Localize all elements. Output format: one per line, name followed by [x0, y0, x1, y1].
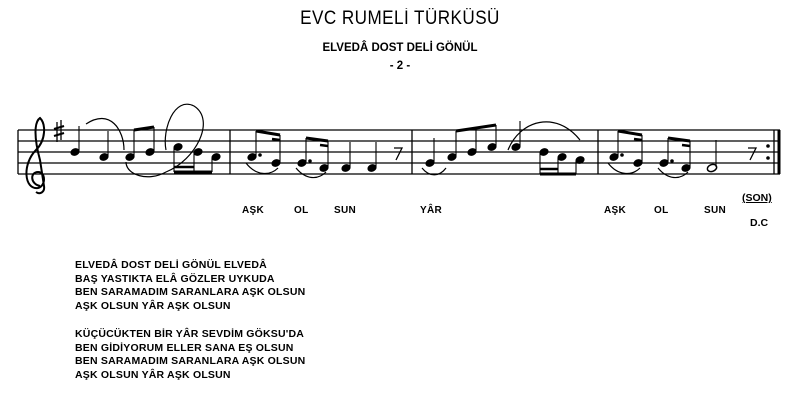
da-capo-mark: D.C: [750, 217, 769, 229]
verse-line: AŞK OLSUN YÂR AŞK OLSUN: [75, 368, 231, 381]
lyric-syllable: AŞK: [604, 205, 627, 216]
lyric-syllable: AŞK: [242, 205, 265, 216]
measure-3: [425, 121, 585, 176]
measure-2: [247, 129, 404, 172]
bar-lines: [17, 130, 781, 174]
lyric-syllable: OL: [294, 205, 309, 216]
lyric-syllable: SUN: [334, 205, 357, 216]
verse-line: BEN SARAMADIM SARANLARA AŞK OLSUN: [75, 355, 306, 367]
slur-curves: [85, 103, 689, 179]
measure-1: [70, 125, 221, 174]
verse-line: KÜÇÜCÜKTEN BİR YÂR SEVDİM GÖKSU'DA: [75, 328, 305, 340]
page-title: EVC RUMELİ TÜRKÜSÜ: [300, 8, 500, 29]
verse-line: BEN SARAMADIM SARANLARA AŞK OLSUN: [75, 286, 306, 298]
page-number: - 2 -: [389, 60, 411, 72]
sharp-icon: [53, 120, 65, 142]
repeat-dot: [766, 156, 770, 160]
measure-4: [609, 129, 758, 173]
lyric-syllable: OL: [654, 205, 669, 216]
repeat-dot: [766, 144, 770, 148]
verse-line: BEN GİDİYORUM ELLER SANA EŞ OLSUN: [75, 341, 294, 354]
lyric-syllable: SUN: [704, 205, 727, 216]
verse-line: AŞK OLSUN YÂR AŞK OLSUN: [75, 299, 231, 312]
treble-clef-icon: [25, 116, 46, 195]
verse-line: BAŞ YASTIKTA ELÂ GÖZLER UYKUDA: [75, 272, 275, 285]
song-subtitle: ELVEDÂ DOST DELİ GÖNÜL: [322, 42, 478, 54]
lyric-syllable: YÂR: [420, 205, 443, 216]
verse-2: KÜÇÜCÜKTEN BİR YÂR SEVDİM GÖKSU'DA BEN G…: [75, 328, 305, 382]
end-label: (SON): [742, 192, 772, 204]
staff-lines: [18, 129, 780, 175]
verse-1: ELVEDÂ DOST DELİ GÖNÜL ELVEDÂ BAŞ YASTIK…: [75, 259, 305, 313]
verse-line: ELVEDÂ DOST DELİ GÖNÜL ELVEDÂ: [75, 259, 267, 271]
